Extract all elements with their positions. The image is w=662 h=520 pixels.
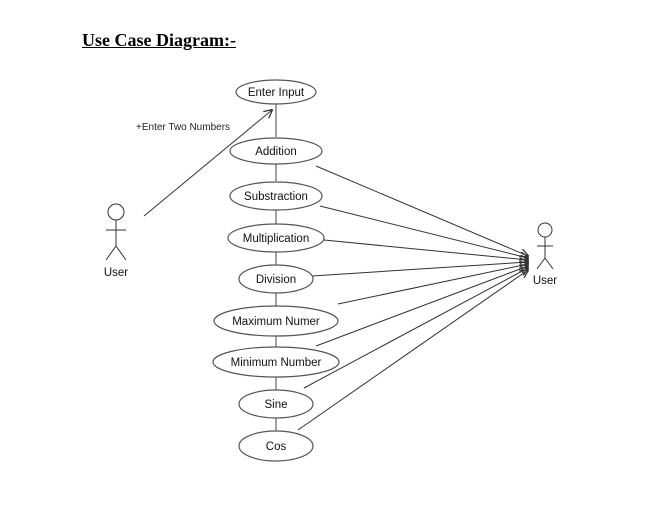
use-case-maximum-number[interactable]: Maximum Numer — [213, 305, 339, 337]
actor-head-icon — [107, 203, 125, 221]
use-case-addition[interactable]: Addition — [229, 137, 323, 165]
use-case-label: Maximum Numer — [232, 316, 320, 328]
use-case-minimum-number[interactable]: Minimum Number — [212, 346, 340, 378]
message-label: +Enter Two Numbers — [136, 122, 230, 133]
right-actor-label: User — [533, 275, 557, 287]
use-case-label: Division — [256, 274, 296, 286]
left-actor-label: User — [104, 267, 128, 279]
use-case-substraction[interactable]: Substraction — [229, 181, 323, 211]
use-case-label: Sine — [264, 399, 287, 411]
use-case-label: Minimum Number — [231, 357, 322, 369]
use-case-label: Multiplication — [243, 233, 309, 245]
use-case-sine[interactable]: Sine — [238, 389, 314, 419]
use-case-enter-input[interactable]: Enter Input — [235, 79, 317, 105]
right-actor[interactable] — [536, 222, 554, 270]
enter-input-arrow — [143, 110, 272, 217]
use-case-multiplication[interactable]: Multiplication — [227, 223, 325, 253]
use-case-label: Enter Input — [248, 87, 305, 99]
actor-associations — [297, 165, 528, 431]
diagram-heading: Use Case Diagram:- — [82, 30, 236, 50]
left-actor[interactable] — [105, 203, 127, 261]
use-case-cos[interactable]: Cos — [238, 430, 314, 462]
use-case-division[interactable]: Division — [238, 264, 314, 294]
actor-head-icon — [537, 222, 553, 238]
use-case-label: Addition — [255, 146, 297, 158]
use-case-label: Substraction — [244, 191, 308, 203]
use-case-label: Cos — [266, 441, 287, 453]
